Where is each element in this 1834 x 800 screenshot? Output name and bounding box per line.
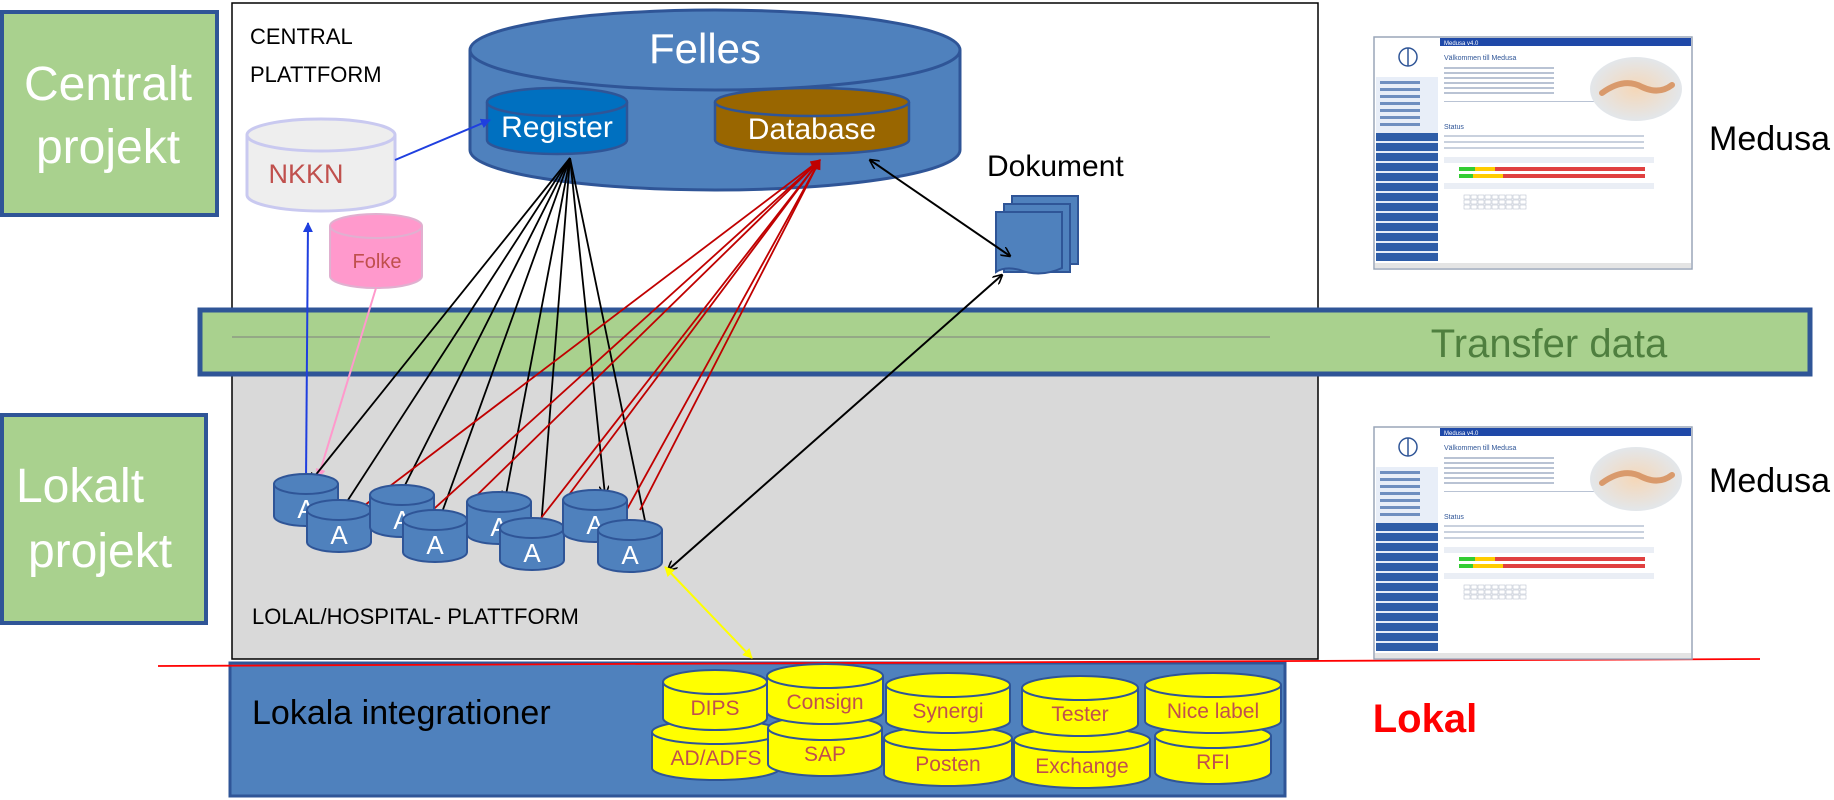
a-to-database-arrow-4 <box>564 159 821 501</box>
central-platform-label-2: PLATTFORM <box>250 62 382 87</box>
nkkn-label: NKKN <box>268 159 343 189</box>
local-boundary-line <box>157 658 1761 667</box>
integration-bottom-0-label: AD/ADFS <box>670 747 761 770</box>
integration-top-1 <box>766 663 884 725</box>
database-cylinder <box>713 86 911 156</box>
a-node-7 <box>597 519 663 573</box>
folke-to-a-arrow <box>315 287 377 479</box>
register-to-a-arrow-6 <box>569 157 605 495</box>
register-cylinder <box>485 86 629 156</box>
a-to-nkkn-arrow <box>302 222 313 481</box>
nkkn-to-register-arrow <box>394 118 491 161</box>
integration-bottom-1-label: SAP <box>804 743 846 766</box>
integration-bottom-3-label: Exchange <box>1035 755 1128 778</box>
connection-arrows <box>302 118 1010 659</box>
local-project-box <box>0 413 208 625</box>
dokument-label: Dokument <box>987 150 1124 183</box>
local-project-line2: projekt <box>28 525 172 578</box>
dokument-a-arrow <box>668 275 1002 570</box>
folke-label: Folke <box>353 251 402 273</box>
medusa-status: Status <box>1444 514 1464 521</box>
a-to-database-arrow-3 <box>519 159 821 546</box>
database-dokument-arrow <box>870 160 1010 256</box>
register-to-a-arrow-7 <box>569 157 650 545</box>
transfer-data-label: Transfer data <box>1431 322 1668 366</box>
felles-title: Felles <box>649 25 761 72</box>
register-to-a-arrow-5 <box>540 157 571 540</box>
lokal-label: Lokal <box>1373 697 1477 741</box>
integration-top-1-label: Consign <box>786 691 863 714</box>
transfer-data-band <box>197 307 1813 377</box>
register-to-a-arrow-0 <box>310 157 571 482</box>
integration-top-4 <box>1144 672 1282 734</box>
medusa-welcome: Välkommen till Medusa <box>1444 55 1516 62</box>
local-platform-label: LOLAL/HOSPITAL- PLATTFORM <box>252 604 579 629</box>
register-to-a-arrow-4 <box>505 157 571 500</box>
integration-top-0 <box>662 669 768 731</box>
integration-top-4-label: Nice label <box>1167 700 1259 723</box>
integration-top-2-label: Synergi <box>912 700 983 723</box>
integration-bottom-4-label: RFI <box>1196 751 1230 774</box>
register-to-a-arrow-1 <box>335 157 571 520</box>
database-label: Database <box>748 113 876 146</box>
register-to-a-arrow-3 <box>432 157 571 540</box>
medusa-label-top: Medusa <box>1709 120 1830 158</box>
register-label: Register <box>501 111 613 144</box>
nkkn-cylinder <box>245 117 397 213</box>
a-node-label-5: A <box>523 538 541 568</box>
local-project-line1: Lokalt <box>16 460 144 513</box>
integration-top-0-label: DIPS <box>690 697 739 720</box>
document-stack-icon <box>995 195 1079 275</box>
local-integrations-title: Lokala integrationer <box>252 694 551 732</box>
medusa-app-title: Medusa v4.0 <box>1444 41 1479 47</box>
a-integrations-arrow <box>664 566 753 659</box>
a-node-label-7: A <box>621 540 639 570</box>
central-platform-label-1: CENTRAL <box>250 24 353 49</box>
register-to-a-arrow-2 <box>400 157 571 495</box>
a-node-label-3: A <box>426 530 444 560</box>
medusa-app-title: Medusa v4.0 <box>1444 431 1479 437</box>
central-project-line1: Centralt <box>24 58 192 111</box>
integration-cylinders: AD/ADFS SAP Posten Exchange RFI DIPS Consign Sy… <box>651 663 1282 789</box>
integration-top-3 <box>1021 675 1139 737</box>
integration-top-2 <box>885 672 1011 734</box>
integration-bottom-2-label: Posten <box>915 753 980 776</box>
a-to-database-arrow-0 <box>364 159 821 506</box>
a-to-database-arrow-5 <box>609 159 821 541</box>
a-node-3 <box>402 509 468 563</box>
central-project-box <box>0 10 219 217</box>
integration-top-3-label: Tester <box>1051 703 1108 726</box>
a-to-database-arrow-1 <box>404 159 821 536</box>
medusa-welcome: Välkommen till Medusa <box>1444 445 1516 452</box>
a-nodes: AAAAAAAA <box>273 473 663 573</box>
a-node-label-1: A <box>330 520 348 550</box>
central-project-line2: projekt <box>36 121 180 174</box>
medusa-label-bottom: Medusa <box>1709 462 1830 500</box>
a-to-database-arrow-6 <box>639 159 821 511</box>
a-to-database-arrow-2 <box>471 159 821 501</box>
medusa-status: Status <box>1444 124 1464 131</box>
